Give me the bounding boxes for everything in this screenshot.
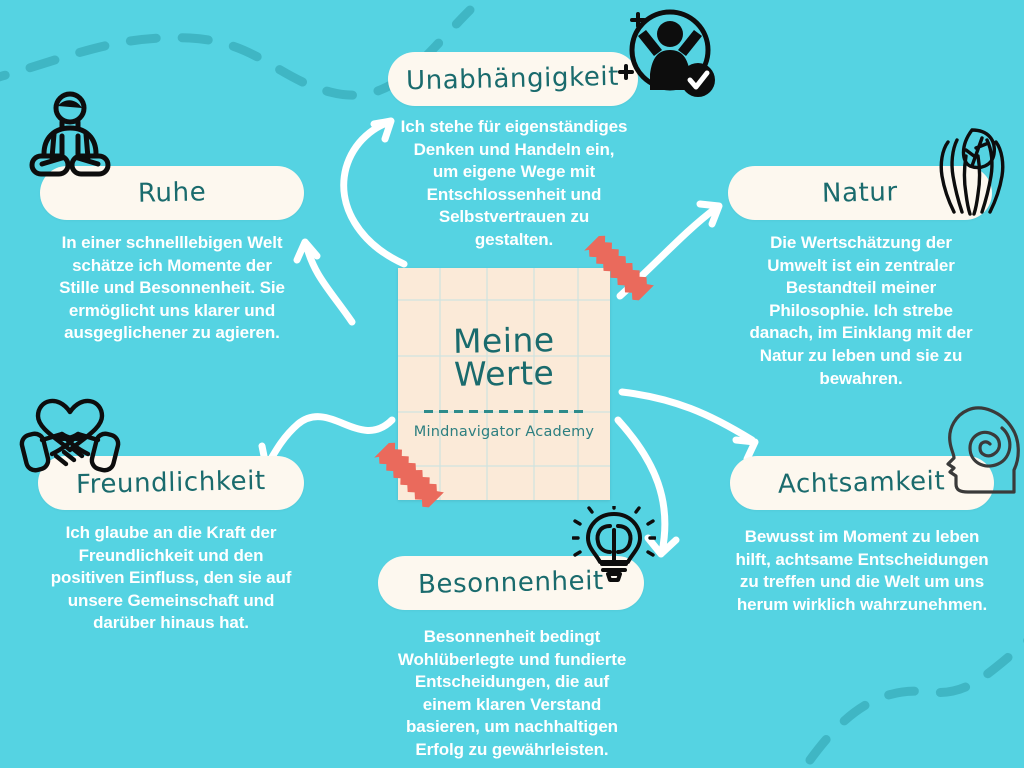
value-description-ruhe: In einer schnelllebigen Welt schätze ich… xyxy=(59,233,285,343)
lightbulb-brain-icon xyxy=(572,506,656,582)
hands-holding-leaf-icon xyxy=(939,128,1005,216)
value-description-besonnenheit: Besonnenheit bedingt Wohlüberlegte und f… xyxy=(397,627,627,760)
meditation-icon xyxy=(29,91,111,177)
arrow-to-unabhaengigkeit xyxy=(340,118,408,268)
card-divider xyxy=(424,409,584,413)
card-title-line2: Werte xyxy=(453,353,555,394)
value-label-unabhaengigkeit[interactable]: Unabhängigkeit xyxy=(388,52,638,106)
value-label-text: Ruhe xyxy=(137,177,207,209)
wave-bottom-right xyxy=(805,637,1024,765)
arrow-to-achtsamkeit xyxy=(618,388,756,444)
value-label-besonnenheit[interactable]: Besonnenheit xyxy=(378,556,644,610)
value-label-text: Unabhängigkeit xyxy=(406,61,620,97)
handshake-heart-icon xyxy=(19,398,121,473)
value-label-freundlichkeit[interactable]: Freundlichkeit xyxy=(38,456,304,510)
value-description-achtsamkeit: Bewusst im Moment zu leben hilft, achtsa… xyxy=(735,527,989,614)
value-label-natur[interactable]: Natur xyxy=(728,166,992,220)
value-label-text: Natur xyxy=(821,177,899,209)
arrow-to-ruhe xyxy=(302,240,356,326)
value-description-freundlichkeit: Ich glaube an die Kraft der Freundlichke… xyxy=(50,523,292,633)
person-raised-arms-check-icon xyxy=(618,9,715,97)
head-spiral-icon xyxy=(946,406,1020,494)
center-card: Meine Werte Mindnavigator Academy xyxy=(398,268,610,500)
value-description-natur: Die Wertschätzung der Umwelt ist ein zen… xyxy=(749,233,973,388)
card-subtitle: Mindnavigator Academy xyxy=(413,423,595,440)
value-description-unabhaengigkeit: Ich stehe für eigenständiges Denken und … xyxy=(400,117,628,250)
value-label-text: Achtsamkeit xyxy=(778,466,946,500)
